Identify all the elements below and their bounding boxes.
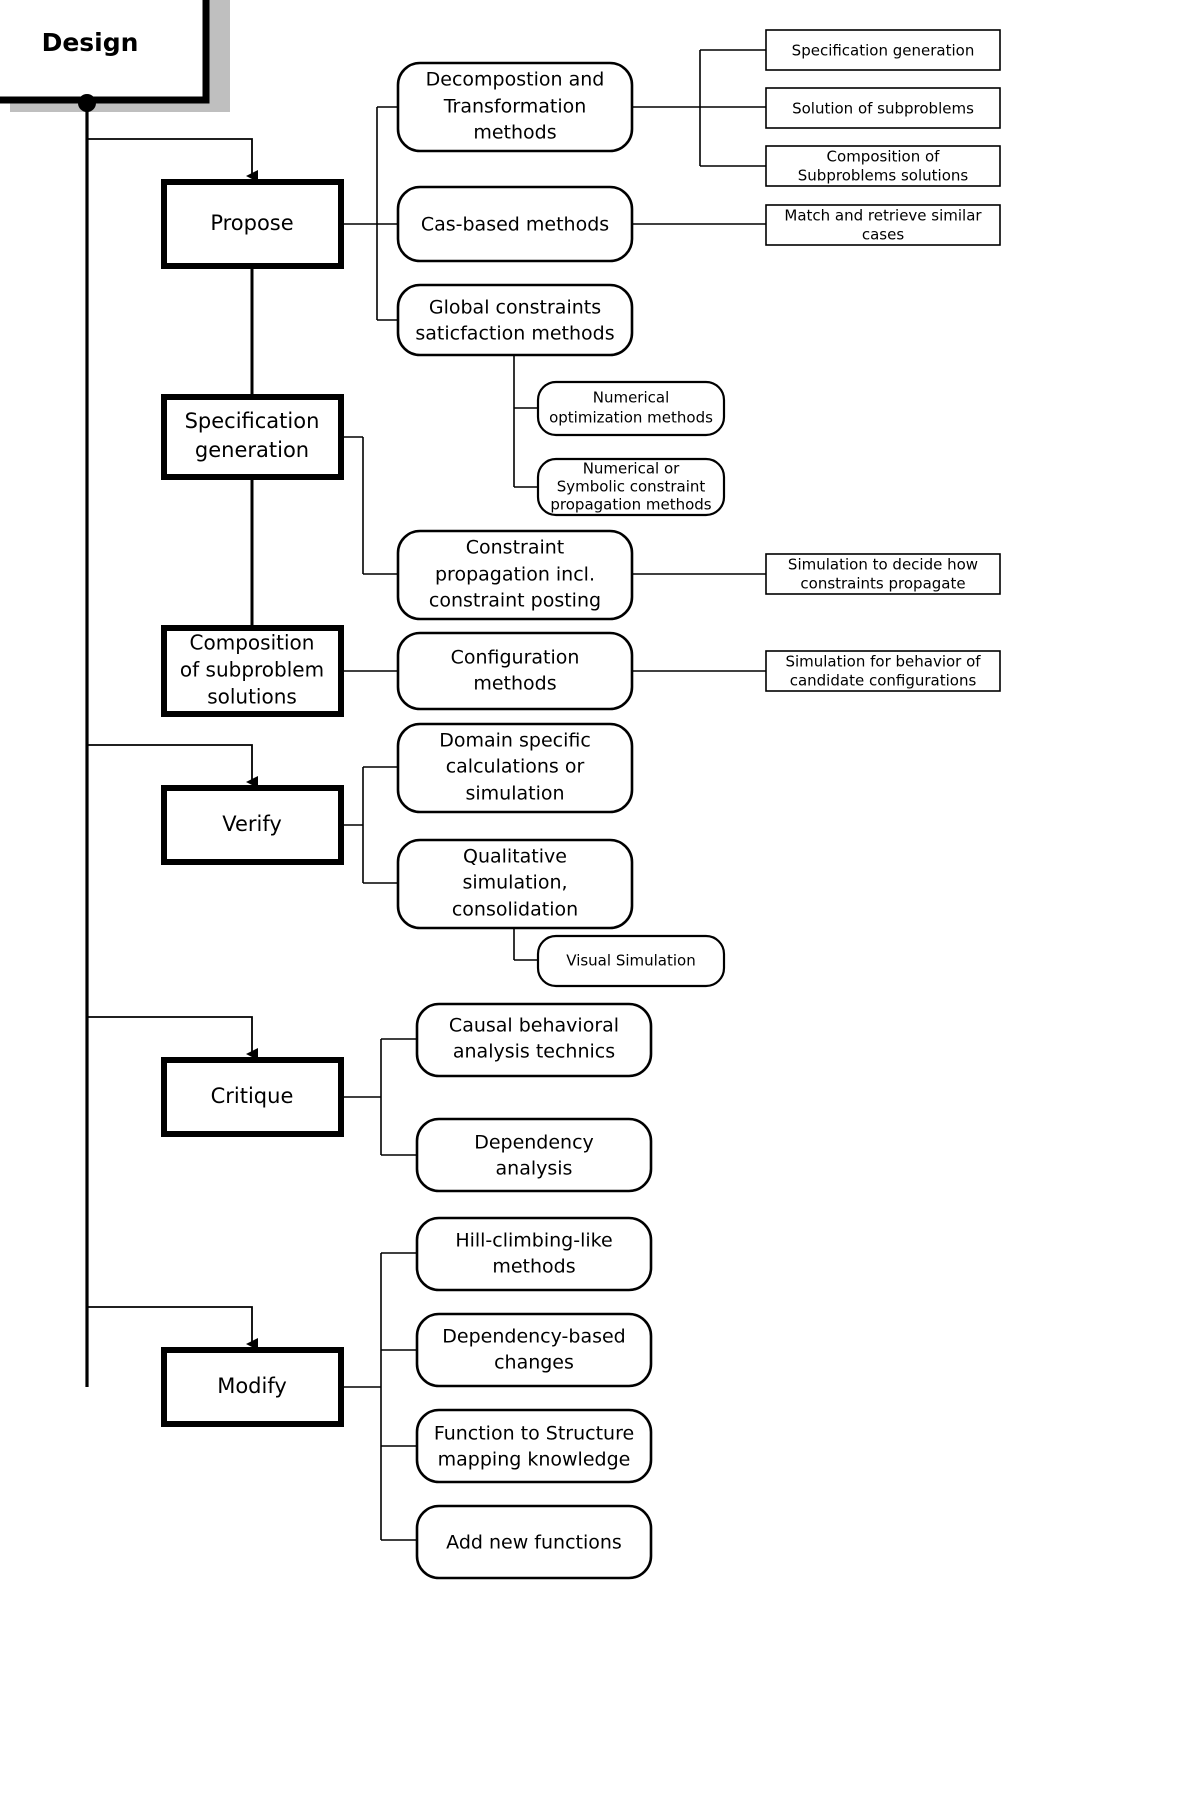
method-label-config-l2: methods: [473, 673, 556, 695]
method-label-global-l1: Global constraints: [429, 297, 601, 319]
method-box-global-constraints-saticfaction-methods[interactable]: Global constraints saticfaction methods: [396, 283, 634, 357]
main-spine: [85, 103, 258, 1387]
method-label-causal-l1: Causal behavioral: [449, 1015, 619, 1037]
method-box-qualitative-simulation-consolidation[interactable]: Qualitative simulation, consolidation: [396, 838, 634, 930]
method-box-dependency-analysis[interactable]: Dependency analysis: [415, 1117, 653, 1193]
method-label-depana-l1: Dependency: [474, 1132, 594, 1154]
connectors-methods: [341, 106, 538, 1541]
method-box-numerical-or-symbolic-constraint-propagation-methods[interactable]: Numerical or Symbolic constraint propaga…: [536, 457, 726, 517]
method-label-config-l1: Configuration: [451, 647, 580, 669]
method-label-qual-l1: Qualitative: [463, 846, 567, 868]
spine-junction-dot: [78, 94, 96, 112]
method-label-cprop-l3: constraint posting: [429, 590, 601, 612]
stage-box-composition-of-subproblem-solutions[interactable]: Composition of subproblem solutions: [161, 625, 344, 717]
stage-label-composition-l2: of subproblem: [180, 658, 324, 682]
method-label-fmap-l1: Function to Structure: [434, 1423, 634, 1445]
method-box-dependency-based-changes[interactable]: Dependency-based changes: [415, 1312, 653, 1388]
outcome-box-match-and-retrieve-similar-cases[interactable]: Match and retrieve similar cases: [765, 204, 1001, 246]
stage-box-critique[interactable]: Critique: [161, 1057, 344, 1137]
outcome-label-match-l2: cases: [862, 226, 904, 244]
outcome-box-simulation-for-behavior-of-candidate-configurations[interactable]: Simulation for behavior of candidate con…: [765, 650, 1001, 692]
method-box-visual-simulation[interactable]: Visual Simulation: [536, 934, 726, 988]
outcome-label-simdec-l2: constraints propagate: [800, 575, 965, 593]
method-box-function-to-structure-mapping-knowledge[interactable]: Function to Structure mapping knowledge: [415, 1408, 653, 1484]
outcome-label-simbeh-l2: candidate configurations: [790, 672, 977, 690]
method-box-numerical-optimization-methods[interactable]: Numerical optimization methods: [536, 380, 726, 437]
outcome-label-specification-generation: Specification generation: [792, 42, 975, 60]
outcome-label-solution-of-subproblems: Solution of subproblems: [792, 100, 974, 118]
method-label-numsym-l1: Numerical or: [583, 460, 680, 478]
outcome-label-simdec-l1: Simulation to decide how: [788, 556, 978, 574]
method-label-numsym-l2: Symbolic constraint: [557, 478, 706, 496]
page-title: Design: [42, 28, 139, 57]
method-box-constraint-propagation-incl-constraint-posting[interactable]: Constraint propagation incl. constraint …: [396, 529, 634, 621]
outcome-label-match-l1: Match and retrieve similar: [784, 207, 982, 225]
connectors-outcomes: [632, 49, 766, 672]
method-box-hill-climbing-like-methods[interactable]: Hill-climbing-like methods: [415, 1216, 653, 1292]
stage-label-critique: Critique: [211, 1084, 294, 1108]
stage-label-specification-generation-l2: generation: [195, 438, 309, 462]
outcome-box-solution-of-subproblems[interactable]: Solution of subproblems: [765, 87, 1001, 129]
method-box-add-new-functions[interactable]: Add new functions: [415, 1504, 653, 1580]
stage-box-propose[interactable]: Propose: [161, 179, 344, 269]
method-box-cas-based-methods[interactable]: Cas-based methods: [396, 185, 634, 263]
method-label-add-new-functions: Add new functions: [446, 1532, 622, 1554]
method-box-configuration-methods[interactable]: Configuration methods: [396, 631, 634, 711]
stage-box-modify[interactable]: Modify: [161, 1347, 344, 1427]
method-label-decomp-l3: methods: [473, 122, 556, 144]
outcome-label-simbeh-l1: Simulation for behavior of: [785, 653, 981, 671]
method-label-depchg-l2: changes: [494, 1352, 574, 1374]
outcome-label-compsub-l1: Composition of: [827, 148, 941, 166]
method-label-hill-l2: methods: [492, 1256, 575, 1278]
stage-label-modify: Modify: [217, 1374, 287, 1398]
stage-label-composition-l1: Composition: [190, 631, 315, 655]
method-label-qual-l2: simulation,: [462, 872, 567, 894]
method-label-visual-simulation: Visual Simulation: [566, 952, 695, 970]
method-box-domain-specific-calculations-or-simulation[interactable]: Domain specific calculations or simulati…: [396, 722, 634, 814]
method-label-domain-l3: simulation: [465, 783, 564, 805]
method-label-numsym-l3: propagation methods: [550, 496, 711, 514]
stage-box-verify[interactable]: Verify: [161, 785, 344, 865]
method-label-cprop-l1: Constraint: [466, 537, 565, 559]
method-label-qual-l3: consolidation: [452, 899, 578, 921]
stage-label-propose: Propose: [210, 211, 293, 235]
method-label-numopt-l1: Numerical: [593, 389, 670, 407]
stage-label-specification-generation-l1: Specification: [185, 409, 320, 433]
method-label-depana-l2: analysis: [496, 1158, 573, 1180]
stage-label-verify: Verify: [222, 812, 282, 836]
outcome-box-specification-generation-outcome[interactable]: Specification generation: [765, 29, 1001, 71]
method-label-decomp-l1: Decompostion and: [426, 69, 605, 91]
outcome-box-composition-of-subproblems-solutions[interactable]: Composition of Subproblems solutions: [765, 145, 1001, 187]
method-label-hill-l1: Hill-climbing-like: [455, 1230, 612, 1252]
outcome-label-compsub-l2: Subproblems solutions: [798, 167, 969, 185]
method-label-numopt-l2: optimization methods: [549, 409, 713, 427]
method-label-global-l2: saticfaction methods: [415, 323, 614, 345]
method-label-fmap-l2: mapping knowledge: [438, 1449, 631, 1471]
method-label-domain-l1: Domain specific: [439, 730, 591, 752]
method-label-depchg-l1: Dependency-based: [442, 1326, 625, 1348]
method-label-cas-based-methods: Cas-based methods: [421, 214, 609, 236]
method-label-causal-l2: analysis technics: [453, 1041, 615, 1063]
stage-box-specification-generation[interactable]: Specification generation: [161, 394, 344, 480]
method-label-decomp-l2: Transformation: [443, 96, 587, 118]
method-label-cprop-l2: propagation incl.: [435, 564, 595, 586]
title-block-box: [0, 0, 210, 104]
method-box-decompostion-and-transformation-methods[interactable]: Decompostion and Transformation methods: [396, 61, 634, 153]
stage-label-composition-l3: solutions: [207, 685, 297, 709]
method-box-causal-behavioral-analysis-technics[interactable]: Causal behavioral analysis technics: [415, 1002, 653, 1078]
outcome-box-simulation-to-decide-how-constraints-propagate[interactable]: Simulation to decide how constraints pro…: [765, 553, 1001, 595]
method-label-domain-l2: calculations or: [446, 756, 585, 778]
title-block: Design: [0, 0, 230, 112]
